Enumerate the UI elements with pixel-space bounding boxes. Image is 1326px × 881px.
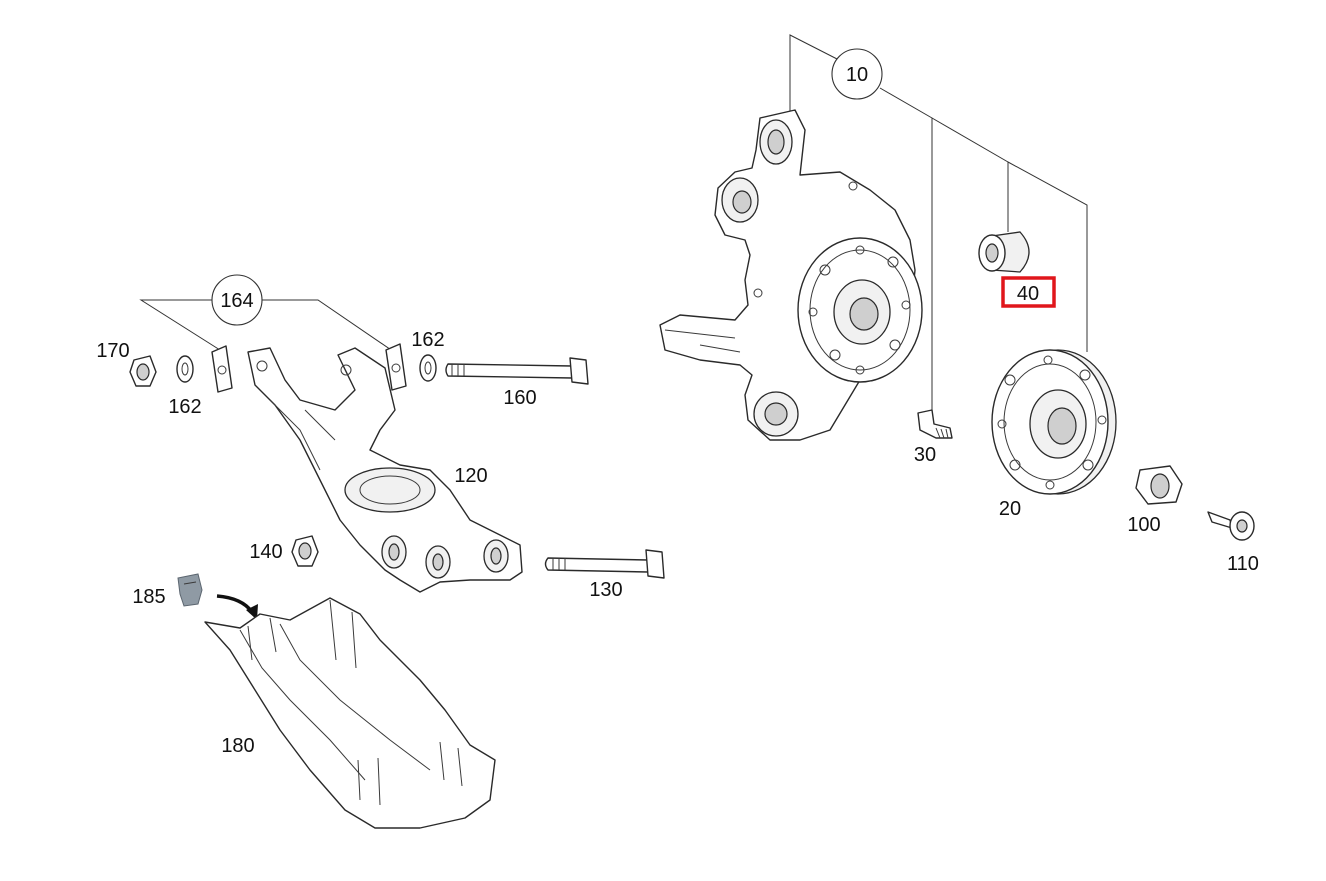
label-20: 20: [999, 498, 1021, 520]
part-130-bolt[interactable]: [544, 549, 665, 579]
label-162-left: 162: [168, 396, 201, 418]
label-130: 130: [589, 579, 622, 601]
part-180-shield[interactable]: [204, 597, 496, 829]
install-arrow: [216, 594, 258, 620]
label-162-right: 162: [411, 329, 444, 351]
label-170: 170: [96, 340, 129, 362]
part-40-bushing[interactable]: [978, 231, 1030, 273]
part-162-washer-right[interactable]: [419, 354, 437, 382]
callout-164-leaders: [139, 299, 401, 357]
part-162-washer-left[interactable]: [176, 355, 194, 383]
label-140: 140: [249, 541, 282, 563]
label-164: 164: [220, 290, 253, 312]
part-20-wheel-hub[interactable]: [991, 349, 1117, 495]
label-40: 40: [1017, 283, 1039, 305]
part-160-bolt[interactable]: [445, 357, 589, 385]
label-100: 100: [1127, 514, 1160, 536]
part-120-control-arm[interactable]: [247, 347, 523, 593]
callout-10-leaders: [789, 34, 1088, 418]
callout-164[interactable]: 164: [211, 274, 263, 326]
label-10: 10: [846, 64, 868, 86]
part-170-nut[interactable]: [129, 355, 157, 387]
label-30: 30: [914, 444, 936, 466]
label-120: 120: [454, 465, 487, 487]
part-164-cam-plate-right[interactable]: [385, 343, 407, 391]
part-110-bolt[interactable]: [1207, 511, 1255, 541]
part-164-cam-plate-left[interactable]: [211, 345, 233, 393]
label-160: 160: [503, 387, 536, 409]
part-knuckle[interactable]: [659, 109, 923, 441]
callout-40[interactable]: 40: [1001, 276, 1056, 308]
label-180: 180: [221, 735, 254, 757]
part-30-stud[interactable]: [917, 409, 953, 439]
part-100-nut[interactable]: [1135, 465, 1183, 505]
callout-10[interactable]: 10: [831, 48, 883, 100]
label-110: 110: [1227, 553, 1259, 575]
part-185-clip[interactable]: [177, 573, 203, 607]
part-140-nut[interactable]: [291, 535, 319, 567]
highlight-box: [1001, 276, 1056, 308]
label-185: 185: [132, 586, 165, 608]
